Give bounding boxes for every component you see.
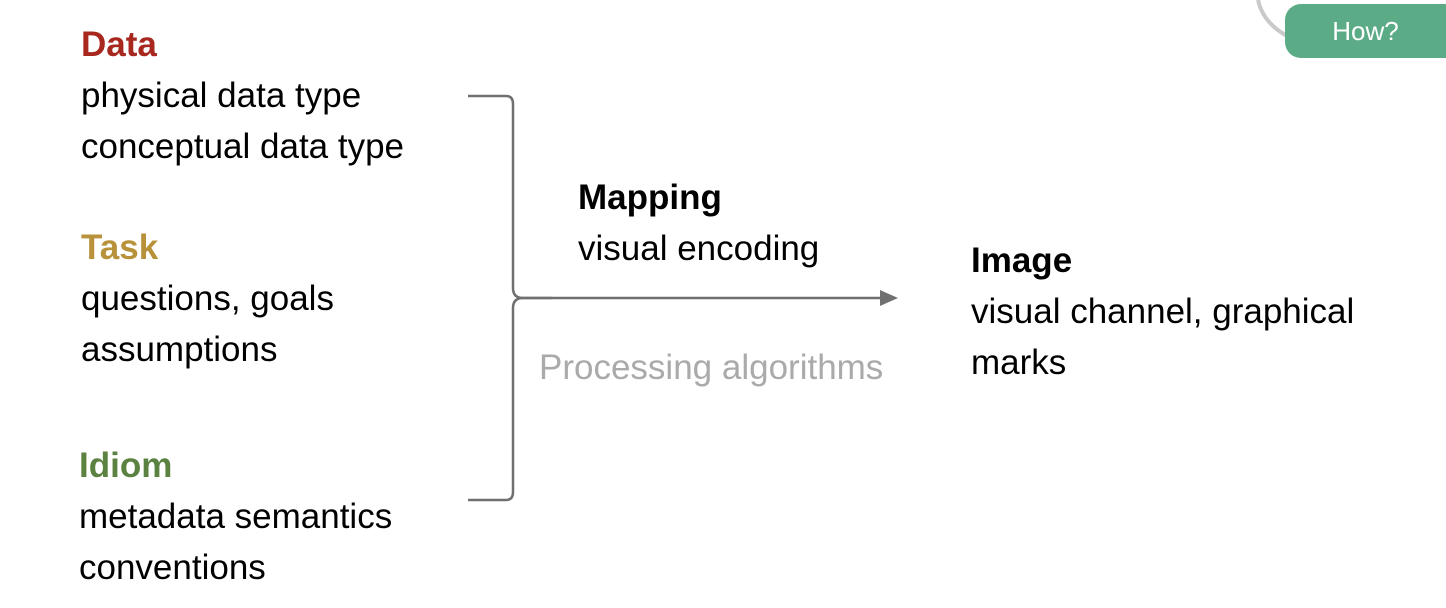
data-line-conceptual: conceptual data type xyxy=(81,127,405,166)
mapping-block: Mapping visual encoding xyxy=(578,172,819,274)
task-line-assumptions: assumptions xyxy=(81,330,278,369)
mapping-line-encoding: visual encoding xyxy=(578,229,820,268)
image-line-marks: marks xyxy=(971,343,1067,382)
data-block: Data physical data type conceptual data … xyxy=(81,19,404,172)
image-heading: Image xyxy=(971,241,1073,280)
bracket-path xyxy=(468,94,552,502)
processing-algorithms-label: Processing algorithms xyxy=(539,348,884,387)
image-line-channel: visual channel, graphical xyxy=(971,292,1355,331)
idiom-block: Idiom metadata semantics conventions xyxy=(79,440,392,593)
idiom-line-metadata: metadata semantics xyxy=(79,497,393,536)
task-line-questions: questions, goals xyxy=(81,279,334,318)
task-heading: Task xyxy=(81,228,159,267)
arrow-head xyxy=(880,290,898,306)
data-line-physical: physical data type xyxy=(81,76,362,115)
how-badge[interactable]: How? xyxy=(1285,4,1446,58)
image-block: Image visual channel, graphical marks xyxy=(971,235,1354,388)
task-block: Task questions, goals assumptions xyxy=(81,222,334,375)
idiom-line-conventions: conventions xyxy=(79,548,266,587)
data-heading: Data xyxy=(81,25,157,64)
mapping-heading: Mapping xyxy=(578,178,722,217)
idiom-heading: Idiom xyxy=(79,446,173,485)
